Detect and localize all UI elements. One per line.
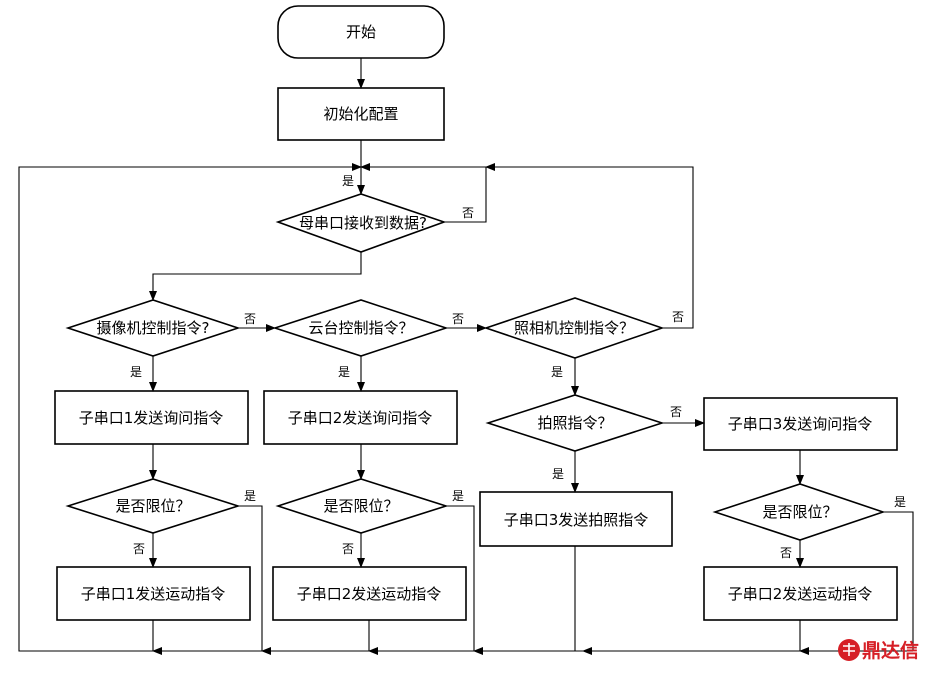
limit3-label: 是否限位？ — [762, 503, 837, 521]
line-limit3-yes — [883, 511, 914, 651]
recv-decision: 母串口接收到数据? — [275, 193, 447, 253]
q3-box: 子串口3发送询问指令 — [703, 397, 898, 451]
limit3-no-label: 否 — [780, 546, 792, 560]
line-limit2-yes — [446, 505, 475, 651]
shoot-decision-label: 拍照指令？ — [537, 414, 612, 432]
q2-box: 子串口2发送询问指令 — [263, 390, 458, 445]
q1-label: 子串口1发送询问指令 — [79, 409, 224, 427]
recv-decision-label: 母串口接收到数据? — [299, 214, 427, 232]
connectors — [18, 58, 914, 655]
q1-box: 子串口1发送询问指令 — [54, 390, 249, 445]
q2-label: 子串口2发送询问指令 — [288, 409, 433, 427]
ptz-no-label: 否 — [452, 312, 464, 326]
photo-no-label: 否 — [672, 310, 684, 324]
camera-yes-label: 是 — [130, 365, 142, 379]
m3-label: 子串口2发送运动指令 — [728, 585, 873, 603]
start-node: 开始 — [277, 5, 445, 59]
limit2-label: 是否限位？ — [323, 497, 398, 515]
shoot-yes-label: 是 — [552, 467, 564, 481]
arrow-recv-no-loop — [360, 163, 487, 223]
m3-box: 子串口2发送运动指令 — [703, 566, 898, 621]
ptz-ctrl-label: 云台控制指令？ — [308, 319, 413, 337]
arrow-photo-no-loop — [485, 163, 694, 329]
photo-ctrl-decision: 照相机控制指令？ — [483, 297, 665, 359]
watermark-logo: 鼎达信 — [838, 639, 919, 662]
m1-label: 子串口1发送运动指令 — [81, 585, 226, 603]
limit2-yes-label: 是 — [452, 489, 464, 503]
m2-label: 子串口2发送运动指令 — [297, 585, 442, 603]
recv-no-label: 否 — [462, 206, 474, 220]
line-limit1-yes — [238, 505, 263, 651]
camera-no-label: 否 — [244, 312, 256, 326]
start-label: 开始 — [346, 23, 376, 41]
limit1-label: 是否限位？ — [115, 497, 190, 515]
shoot-cmd-box: 子串口3发送拍照指令 — [479, 491, 673, 547]
arrow-recv-camera — [149, 252, 362, 301]
init-config-box: 初始化配置 — [277, 87, 445, 141]
branch-labels: 是 否 否 否 否 是 是 是 否 是 是 是 是 否 否 否 — [130, 174, 906, 560]
limit1-no-label: 否 — [133, 542, 145, 556]
ptz-ctrl-decision: 云台控制指令？ — [272, 299, 449, 357]
camera-ctrl-label: 摄像机控制指令? — [97, 319, 210, 337]
limit2-no-label: 否 — [342, 542, 354, 556]
ptz-yes-label: 是 — [338, 365, 350, 379]
q3-label: 子串口3发送询问指令 — [728, 415, 873, 433]
watermark-text: 鼎达信 — [862, 639, 919, 662]
limit1-decision: 是否限位？ — [65, 478, 241, 534]
init-config-label: 初始化配置 — [323, 105, 398, 123]
m1-box: 子串口1发送运动指令 — [56, 566, 251, 621]
shoot-cmd-label: 子串口3发送拍照指令 — [504, 511, 649, 529]
shoot-no-label: 否 — [670, 405, 682, 419]
recv-yes-label: 是 — [342, 174, 354, 188]
limit1-yes-label: 是 — [244, 489, 256, 503]
limit3-yes-label: 是 — [894, 495, 906, 509]
photo-yes-label: 是 — [551, 365, 563, 379]
photo-ctrl-label: 照相机控制指令？ — [514, 319, 634, 337]
m2-box: 子串口2发送运动指令 — [272, 566, 467, 621]
shoot-decision: 拍照指令？ — [485, 394, 665, 452]
camera-ctrl-decision: 摄像机控制指令? — [65, 299, 241, 357]
limit2-decision: 是否限位？ — [275, 478, 449, 534]
limit3-decision: 是否限位？ — [712, 483, 886, 541]
